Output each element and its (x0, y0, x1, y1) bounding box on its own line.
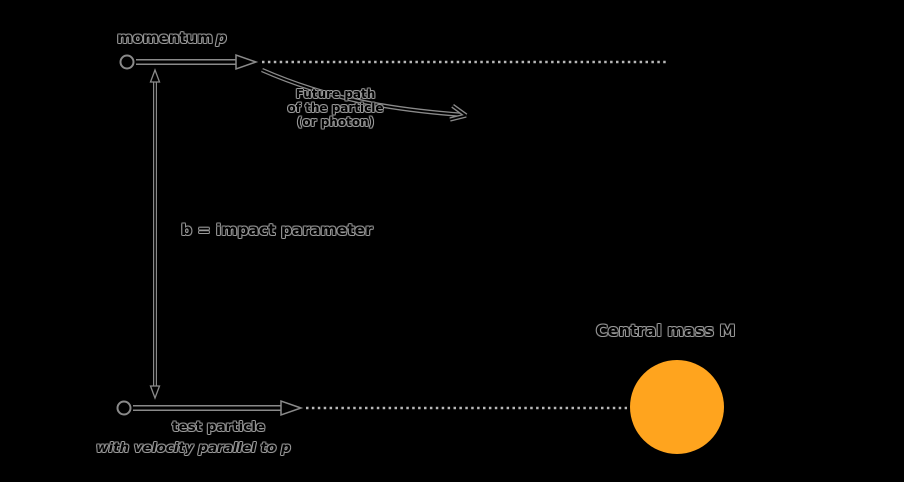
momentum-symbol: p (215, 29, 227, 47)
test-particle-label: test particle (172, 419, 266, 435)
bottom-particle-dot (116, 400, 132, 416)
central-mass-label: Central mass M (596, 321, 736, 340)
top-particle-dot (119, 54, 135, 70)
test-particle-velocity-label: with velocity parallel to p (96, 440, 291, 456)
future-path-line3: (or photon) (296, 115, 375, 129)
momentum-label-text: momentum (117, 29, 213, 47)
impact-parameter-double-arrow (149, 68, 161, 400)
future-path-curve-arrow (261, 67, 468, 122)
test-particle-arrow (133, 399, 304, 417)
future-path-label: Future path of the particle (or photon) (268, 87, 403, 129)
momentum-arrow (136, 53, 259, 71)
central-mass-circle (630, 360, 724, 454)
impact-parameter-label: b = impact parameter (181, 221, 373, 239)
future-path-line2: of the particle (287, 101, 384, 115)
future-path-line1: Future path (295, 87, 376, 101)
